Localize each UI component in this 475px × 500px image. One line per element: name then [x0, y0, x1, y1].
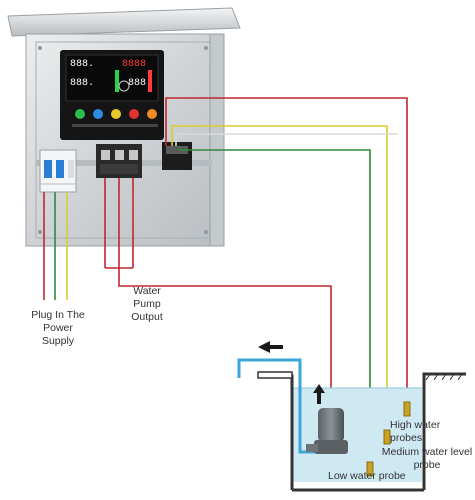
terminal-1	[101, 150, 110, 160]
tank-wall-right	[422, 372, 466, 490]
cabinet-screw	[38, 230, 42, 234]
contactor	[96, 144, 142, 178]
high-water-probe	[403, 401, 411, 417]
water	[292, 388, 422, 482]
terminal-3	[129, 150, 138, 160]
cabinet-screw	[204, 230, 208, 234]
cabinet-screw	[38, 46, 42, 50]
low-water-probe	[366, 461, 374, 477]
pump-base	[314, 440, 348, 454]
tank-wall-left	[258, 374, 294, 490]
yellow-button[interactable]	[111, 109, 121, 119]
lcd-screen	[65, 54, 159, 102]
button-caption-strip	[72, 124, 158, 127]
pump-output-wire	[118, 268, 332, 445]
blue-button[interactable]	[93, 109, 103, 119]
yellow-probe-wire	[171, 125, 388, 430]
lcd-top-left: 888.	[70, 59, 94, 70]
arrow-left-icon	[258, 341, 283, 353]
white-probe-wire	[175, 133, 398, 146]
arrow-up-icon	[313, 384, 325, 404]
pump-outlet	[306, 444, 318, 452]
lcd-top-right: 8888	[122, 59, 146, 70]
relay-connector	[166, 146, 188, 154]
water-tank	[257, 371, 466, 492]
high-probe-wire	[165, 97, 408, 402]
plug-in-power-supply-label: Plug In The Power Supply	[31, 309, 85, 347]
controller-panel: 888. 8888 888. 888.	[60, 50, 164, 140]
submersible-pump	[306, 384, 348, 454]
lcd-level-bar-red	[148, 70, 152, 92]
cabinet-screw	[204, 46, 208, 50]
breaker-toggle-1[interactable]	[44, 160, 52, 178]
lcd-dial	[118, 80, 130, 92]
cabinet-side	[209, 33, 225, 247]
terminal-2	[115, 150, 124, 160]
low-water-probe-label: Low water probe	[328, 470, 406, 482]
water-pump-output-label: Water Pump Output	[131, 285, 163, 323]
breaker-toggle-2[interactable]	[56, 160, 64, 178]
breaker-toggle-3[interactable]	[68, 160, 74, 178]
green-button[interactable]	[75, 109, 85, 119]
red-button[interactable]	[129, 109, 139, 119]
green-probe-wire	[179, 146, 371, 462]
medium-water-probe	[383, 429, 391, 445]
tank-rim-left	[257, 371, 293, 379]
lcd-level-bar-green	[115, 70, 119, 92]
medium-water-level-probe-label: Medium water level probe	[381, 446, 473, 471]
circuit-breaker	[39, 149, 77, 193]
cabinet-roof	[7, 7, 241, 37]
high-water-probes-label: High water probes	[390, 419, 441, 444]
pump-body	[318, 408, 344, 442]
relay-terminal-block	[162, 142, 192, 170]
contactor-lower	[100, 164, 138, 174]
ground-hatch	[425, 373, 463, 381]
lcd-mid-right: 888.	[128, 78, 152, 89]
lcd-mid-left: 888.	[70, 78, 94, 89]
wires	[43, 97, 408, 462]
orange-button[interactable]	[147, 109, 157, 119]
